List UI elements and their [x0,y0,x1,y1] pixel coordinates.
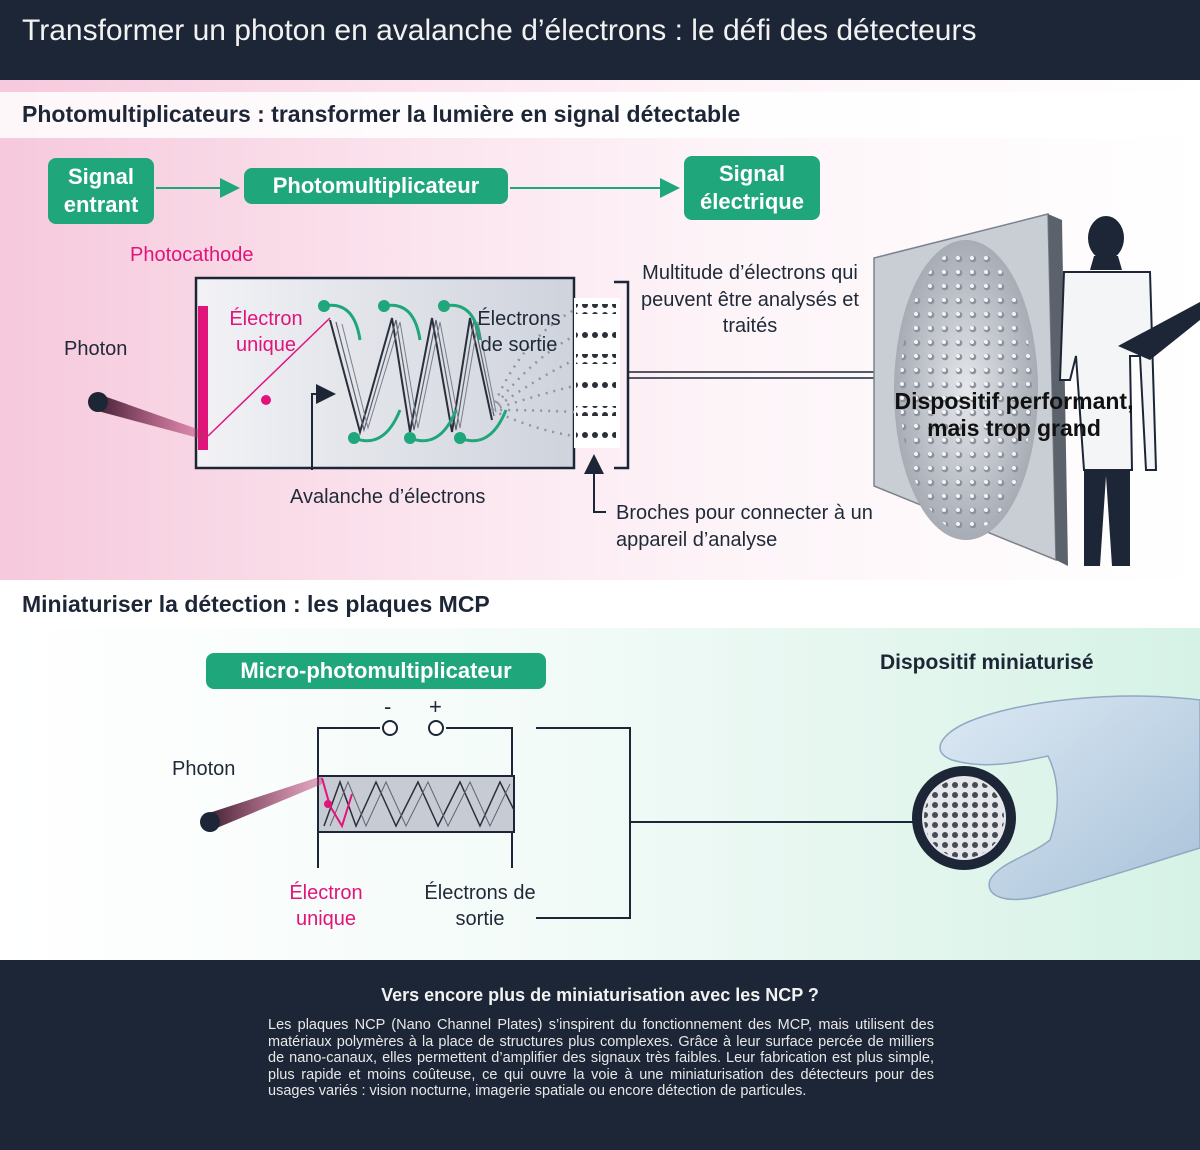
output-electrons-label-mcp: Électrons de sortie [424,882,536,930]
connector-pins [574,298,620,448]
avalanche-path [335,319,495,433]
single-electron-label: Électron unique [229,308,303,356]
title-bar [0,0,1200,80]
ncp-title: Vers encore plus de miniaturisation avec… [381,985,819,1005]
avalanche-path [329,317,493,436]
micro-photomultiplier-label: Micro-photomultiplicateur [240,658,512,683]
pins-label: Broches pour connecter à un appareil d’a… [616,502,873,551]
dynode-nodes [318,300,466,444]
flow-photomultiplier: Photomultiplicateur [244,168,508,204]
large-device [873,213,1068,566]
hand-icon [939,695,1200,901]
photon-beam-mcp [206,776,322,830]
photocathode [198,306,208,450]
multitude-label: Multitude d’électrons qui peuvent être a… [641,262,859,337]
flow-signal-out: Signal électrique [684,156,820,220]
large-device-caption: Dispositif performant, mais trop grand [894,388,1134,441]
section-header-band [0,580,1200,628]
avalanche-path [341,321,497,430]
section-title-mcp: Miniaturiser la détection : les plaques … [22,591,490,617]
micro-photomultiplier-pill: Micro-photomultiplicateur [206,653,546,689]
minus-terminal-label: - [384,694,392,719]
mcp-avalanche [323,779,515,828]
plus-terminal-label: + [429,694,442,719]
single-electron-path-mcp [321,777,353,829]
ncp-panel [0,960,1200,1150]
section-title-photomultiplier: Photomultiplicateurs : transformer la lu… [22,101,741,127]
mcp-avalanche [329,780,511,828]
section-header-band [0,92,1200,138]
output-electrons-label: Électrons de sortie [477,308,561,356]
photocathode-label: Photocathode [130,244,254,266]
pins-pointer [584,454,606,513]
ncp-text: Les plaques NCP (Nano Channel Plates) s’… [268,1017,934,1099]
output-electrons [490,308,575,438]
photon-label-mcp: Photon [172,758,236,780]
photon-label: Photon [64,338,128,360]
single-electron [261,395,271,405]
output-bracket [614,280,630,470]
single-electron-mcp [324,800,332,808]
photon-source-mcp [200,812,220,832]
flow-photomultiplier-label: Photomultiplicateur [272,173,480,198]
page-title: Transformer un photon en avalanche d’éle… [22,14,977,47]
mini-device-caption: Dispositif miniaturisé [880,651,1094,674]
avalanche-label: Avalanche d’électrons [290,486,486,508]
flow-signal-in: Signal entrant [48,158,154,224]
single-electron-label-mcp: Électron unique [289,882,363,930]
avalanche-pointer [311,384,336,470]
flow-signal-in-label: Signal entrant [63,164,139,217]
flow-signal-out-label: Signal électrique [700,161,804,214]
single-electron-path [207,317,331,437]
photon-beam [94,394,206,440]
photon-source [88,392,108,412]
scientist-icon [1058,216,1200,566]
mcp-disc [912,766,1016,870]
